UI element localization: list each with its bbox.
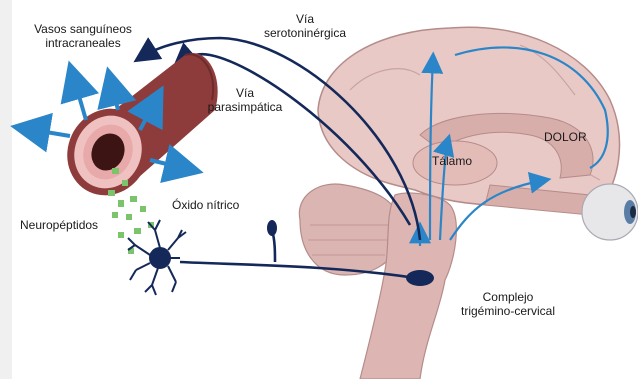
thalamus-label: Tálamo <box>432 154 472 168</box>
neuropeptides-label: Neuropéptidos <box>20 218 98 232</box>
complex-label-line2: trigémino-cervical <box>438 304 578 318</box>
parasympathetic-label-line2: parasimpática <box>195 100 295 114</box>
trigeminal-nucleus <box>406 270 434 286</box>
blood-vessel <box>53 53 218 209</box>
cerebellum <box>299 184 400 275</box>
complex-label-line1: Complejo <box>438 290 578 304</box>
pain-label: DOLOR <box>544 130 587 144</box>
vessels-label: Vasos sanguíneos intracraneales <box>18 22 148 50</box>
serotonergic-label-line2: serotoninérgica <box>250 26 360 40</box>
parasympathetic-label: Vía parasimpática <box>195 86 295 114</box>
serotonergic-label: Vía serotoninérgica <box>250 12 360 40</box>
vessels-label-line1: Vasos sanguíneos <box>18 22 148 36</box>
nitric-oxide-label: Óxido nítrico <box>172 198 239 212</box>
brain-illustration <box>299 27 638 379</box>
vessels-label-line2: intracraneales <box>18 36 148 50</box>
trigeminal-complex-label: Complejo trigémino-cervical <box>438 290 578 318</box>
left-margin <box>0 0 12 379</box>
parasympathetic-label-line1: Vía <box>195 86 295 100</box>
serotonergic-label-line1: Vía <box>250 12 360 26</box>
